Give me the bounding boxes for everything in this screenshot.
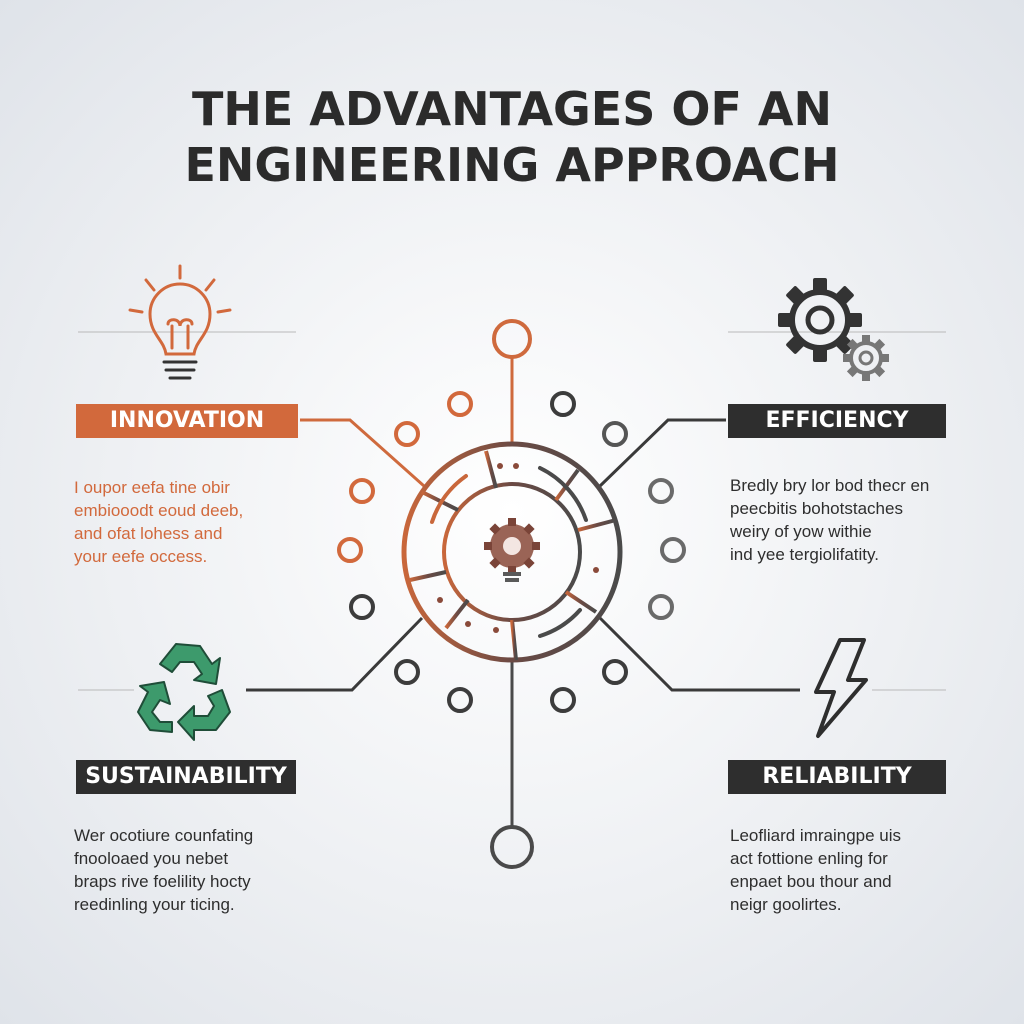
efficiency-label: EFFICIENCY (765, 408, 909, 433)
efficiency-line: peecbitis bohotstaches (730, 499, 903, 518)
orbit-dot (337, 537, 363, 563)
reliability-line: act fottione enling for (730, 849, 888, 868)
orbit-dot (550, 391, 576, 417)
node-bottom (490, 825, 534, 869)
orbit-dot (349, 594, 375, 620)
orbit-dot (648, 478, 674, 504)
orbit-dot (394, 421, 420, 447)
orbit-dot (447, 687, 473, 713)
sustainability-line: Wer ocotiure counfating (74, 826, 254, 845)
reliability-description: Leofliard imraingpe uis act fottione enl… (730, 824, 901, 916)
sustainability-line: braps rive foelility hocty (74, 872, 251, 891)
reliability-line: enpaet bou thour and (730, 872, 892, 891)
orbit-dot (550, 687, 576, 713)
reliability-line: Leofliard imraingpe uis (730, 826, 902, 845)
orbit-dots (337, 391, 686, 713)
orbit-dot (602, 659, 628, 685)
connector-reliability (598, 616, 800, 692)
node-top (492, 319, 532, 359)
central-hub (401, 441, 623, 663)
connector-sustainability (246, 616, 424, 692)
innovation-badge: INNOVATION (76, 404, 298, 438)
orbit-dot (648, 594, 674, 620)
title-line-2: ENGINEERING APPROACH (184, 138, 840, 192)
sustainability-label: SUSTAINABILITY (85, 764, 287, 789)
connector-efficiency (598, 418, 726, 488)
sustainability-line: fnooloaed you nebet (74, 849, 229, 868)
title-line-1: THE ADVANTAGES OF AN (191, 82, 833, 136)
gears-icon (778, 278, 889, 381)
lightbulb-icon (128, 264, 232, 380)
sustainability-line: reedinling your ticing. (74, 895, 235, 914)
innovation-line: and ofat lohess and (74, 524, 223, 543)
sustainability-badge: SUSTAINABILITY (76, 760, 296, 794)
orbit-dot (394, 659, 420, 685)
innovation-label: INNOVATION (109, 408, 265, 433)
reliability-badge: RELIABILITY (728, 760, 946, 794)
innovation-line: I oupor eefa tine obir (74, 478, 230, 497)
efficiency-line: weiry of yow withie (730, 522, 872, 541)
gear-bulb-icon (484, 518, 540, 582)
efficiency-badge: EFFICIENCY (728, 404, 946, 438)
orbit-dot (660, 537, 686, 563)
orbit-dot (602, 421, 628, 447)
innovation-line: embiooodt eoud deeb, (74, 501, 244, 520)
recycle-icon (137, 643, 231, 741)
lightning-bolt-icon (814, 638, 868, 738)
orbit-dot (349, 478, 375, 504)
reliability-line: neigr goolirtes. (730, 895, 842, 914)
efficiency-line: ind yee tergiolifatity. (730, 545, 879, 564)
sustainability-description: Wer ocotiure counfating fnooloaed you ne… (74, 824, 253, 916)
innovation-line: your eefe occess. (74, 547, 208, 566)
efficiency-description: Bredly bry lor bod thecr en peecbitis bo… (730, 474, 929, 566)
reliability-label: RELIABILITY (762, 764, 912, 789)
efficiency-line: Bredly bry lor bod thecr en (730, 476, 930, 495)
innovation-description: I oupor eefa tine obir embiooodt eoud de… (74, 476, 243, 568)
connector-innovation (300, 418, 425, 488)
orbit-dot (447, 391, 473, 417)
